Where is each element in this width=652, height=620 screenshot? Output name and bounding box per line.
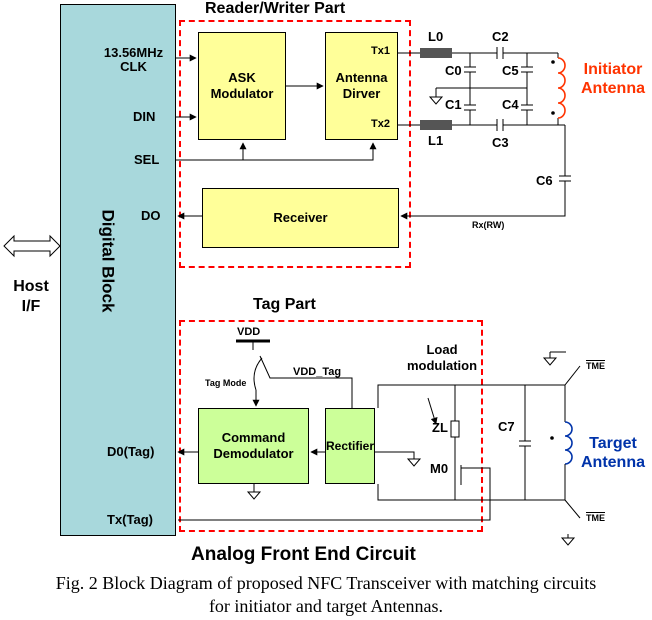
tme-bottom-label: TME [586,513,605,523]
afe-title: Analog Front End Circuit [191,544,416,565]
l1-label: L1 [428,133,444,148]
figure-caption-line1: Fig. 2 Block Diagram of proposed NFC Tra… [55,573,597,593]
reader-writer-title: Reader/Writer Part [205,0,346,17]
vdd-label: VDD [237,326,261,338]
tag-part-title: Tag Part [253,296,316,313]
host-if-arrow [3,234,61,258]
tx-tag-label: Tx(Tag) [107,512,153,527]
clk-label: 13.56MHz CLK [103,45,164,75]
tag-mode-label: Tag Mode [205,378,247,388]
load-modulation-label: Load modulation [406,342,478,374]
digital-block [60,4,176,536]
sel-line [176,144,374,161]
target-antenna-label: Target Antenna [581,435,645,472]
tx2-label: Tx2 [371,118,390,130]
host-if-label: Host I/F [13,278,49,315]
figure-caption-line2: for initiator and target Antennas. [208,596,444,616]
initiator-antenna-label: Initiator Antenna [581,61,645,98]
l1-inductor [420,120,452,130]
c5-label: C5 [502,63,519,78]
rectifier-block: Rectifier [325,408,375,484]
antenna-driver-block: Antenna Dirver [325,32,398,140]
reader-writer-frame [179,20,411,268]
command-demodulator-block: Command Demodulator [198,408,309,484]
c7-label: C7 [498,419,515,434]
tag-frame [179,320,483,532]
sel-label: SEL [134,152,160,167]
c1-label: C1 [445,97,462,112]
c6-label: C6 [536,173,553,188]
l0-label: L0 [428,29,444,44]
c2-label: C2 [492,29,509,44]
do-label: DO [141,208,161,223]
ask-modulator-block: ASK Modulator [198,32,286,140]
c3-label: C3 [492,135,509,150]
receiver-block: Receiver [202,188,399,248]
c4-label: C4 [502,97,519,112]
target-coil [564,421,573,465]
zl-label: ZL [432,420,448,435]
din-label: DIN [133,109,156,124]
m0-label: M0 [430,461,449,476]
rx-rw-label: Rx(RW) [472,220,505,230]
d0-tag-label: D0(Tag) [107,444,155,459]
c0-label: C0 [445,63,462,78]
l0-inductor [420,48,452,58]
tx1-label: Tx1 [371,45,390,57]
initiator-coil [557,57,566,119]
tme-top-label: TME [586,361,605,371]
vdd-tag-label: VDD_Tag [293,366,342,378]
